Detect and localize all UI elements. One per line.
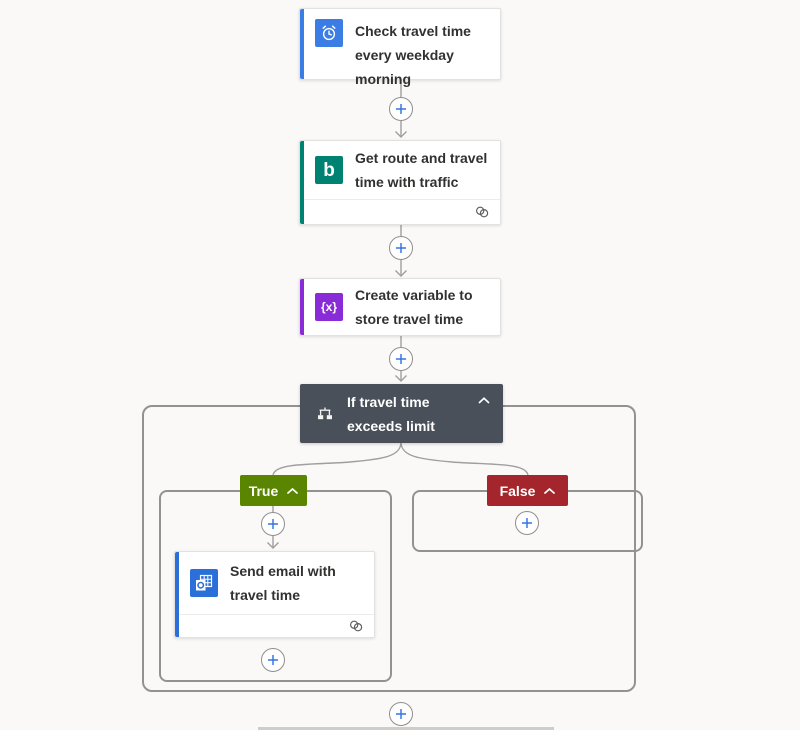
branch-label: False bbox=[499, 482, 536, 499]
accent-bar bbox=[300, 141, 304, 224]
chevron-up-icon[interactable] bbox=[478, 397, 490, 404]
get-route-card[interactable]: b Get route and travel time with traffic bbox=[299, 140, 501, 225]
card-title: If travel time exceeds limit bbox=[347, 393, 435, 434]
true-branch-header[interactable]: True bbox=[240, 475, 307, 506]
card-footer bbox=[175, 614, 374, 637]
branch-label: True bbox=[248, 482, 279, 499]
create-variable-card[interactable]: {x} Create variable to store travel time bbox=[299, 278, 501, 336]
clipped-card-top-edge bbox=[258, 727, 554, 730]
insert-step-button[interactable] bbox=[389, 97, 413, 121]
accent-bar bbox=[300, 9, 304, 79]
insert-step-button[interactable] bbox=[389, 347, 413, 371]
insert-step-button[interactable] bbox=[389, 236, 413, 260]
chevron-up-icon bbox=[287, 487, 299, 494]
condition-card[interactable]: If travel time exceeds limit bbox=[300, 384, 503, 443]
card-title: Get route and travel time with traffic bbox=[355, 150, 488, 190]
recurrence-clock-icon bbox=[315, 19, 343, 47]
insert-step-button[interactable] bbox=[515, 511, 539, 535]
accent-bar bbox=[300, 279, 304, 335]
connection-icon[interactable] bbox=[474, 205, 490, 219]
insert-step-button[interactable] bbox=[389, 702, 413, 726]
condition-branch-icon bbox=[316, 406, 334, 422]
outlook-icon bbox=[190, 569, 218, 597]
chevron-up-icon bbox=[544, 487, 556, 494]
insert-step-button[interactable] bbox=[261, 512, 285, 536]
accent-bar bbox=[175, 552, 179, 637]
connection-icon[interactable] bbox=[348, 619, 364, 633]
card-title: Check travel time every weekday morning bbox=[355, 23, 471, 87]
card-title: Create variable to store travel time bbox=[355, 287, 473, 327]
trigger-card[interactable]: Check travel time every weekday morning bbox=[299, 8, 501, 87]
variable-icon: {x} bbox=[315, 293, 343, 321]
card-footer bbox=[300, 199, 500, 224]
card-title: Send email with travel time bbox=[230, 563, 336, 603]
send-email-card[interactable]: Send email with travel time bbox=[174, 551, 375, 638]
insert-step-button[interactable] bbox=[261, 648, 285, 672]
false-branch-header[interactable]: False bbox=[487, 475, 568, 506]
bing-maps-icon: b bbox=[315, 156, 343, 184]
